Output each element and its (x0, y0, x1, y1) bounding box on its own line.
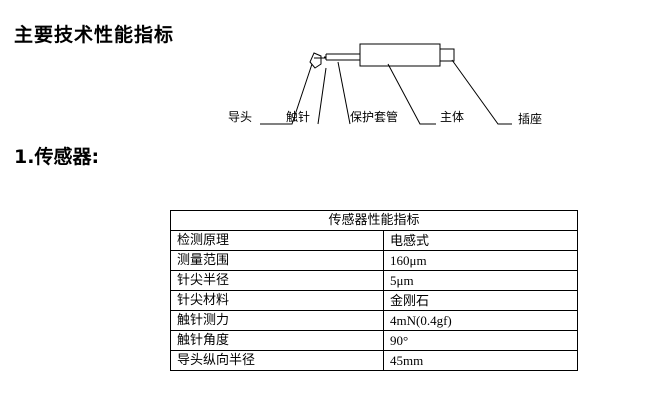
main-body-shape (359, 43, 441, 67)
leader-sleeve (337, 61, 351, 125)
label-stylus: 触针 (286, 110, 311, 124)
spec-name: 检测原理 (170, 230, 384, 251)
table-row: 针尖半径 5μm (170, 270, 578, 291)
section-title: 1.传感器: (14, 146, 100, 168)
spec-name: 触针角度 (170, 330, 384, 351)
spec-name: 触针测力 (170, 310, 384, 331)
table-row: 针尖材料 金刚石 (170, 290, 578, 311)
spec-value: 4mN(0.4gf) (383, 310, 578, 331)
leader-main-body (387, 63, 436, 125)
table-caption-row: 传感器性能指标 (170, 210, 578, 231)
leader-stylus (317, 67, 327, 125)
label-protective-sleeve: 保护套管 (350, 110, 399, 124)
spec-name: 导头纵向半径 (170, 350, 384, 371)
page-title: 主要技术性能指标 (14, 24, 175, 46)
leader-guide-head (260, 63, 313, 125)
sensor-diagram (260, 43, 512, 125)
spec-value: 电感式 (383, 230, 578, 251)
plug-shape (439, 48, 455, 62)
spec-value: 金刚石 (383, 290, 578, 311)
spec-value: 5μm (383, 270, 578, 291)
label-guide-head: 导头 (228, 110, 253, 124)
spec-value: 90° (383, 330, 578, 351)
guide-head-shape (309, 52, 322, 69)
table-caption: 传感器性能指标 (170, 210, 578, 231)
table-row: 导头纵向半径 45mm (170, 350, 578, 371)
spec-value: 160μm (383, 250, 578, 271)
spec-name: 针尖半径 (170, 270, 384, 291)
table-row: 检测原理 电感式 (170, 230, 578, 251)
table-row: 触针角度 90° (170, 330, 578, 351)
spec-name: 测量范围 (170, 250, 384, 271)
spec-value: 45mm (383, 350, 578, 371)
table-row: 触针测力 4mN(0.4gf) (170, 310, 578, 331)
label-main-body: 主体 (440, 110, 465, 124)
sensor-spec-table: 传感器性能指标 检测原理 电感式 测量范围 160μm 针尖半径 5μm 针尖材… (170, 210, 578, 371)
label-plug: 插座 (518, 112, 543, 126)
leader-plug (451, 59, 512, 125)
table-row: 测量范围 160μm (170, 250, 578, 271)
sensor-drawing (260, 43, 512, 125)
spec-name: 针尖材料 (170, 290, 384, 311)
